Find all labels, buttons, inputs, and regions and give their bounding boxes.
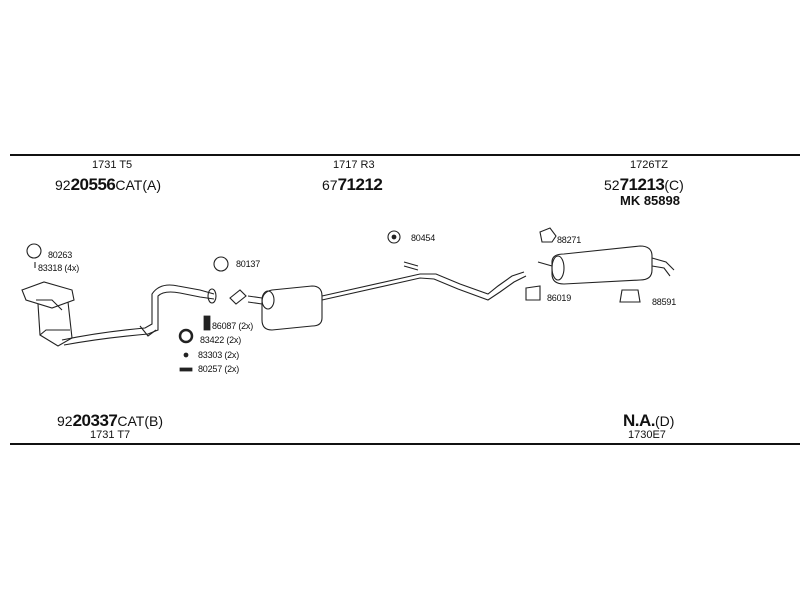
section-e-code: 1730E7 [628, 429, 666, 441]
section-c-part-number: 5271213(C) [604, 175, 684, 194]
gasket-ring-80263 [26, 243, 42, 259]
rear-muffler-shape [537, 245, 675, 285]
label-88271: 88271 [557, 235, 582, 245]
label-83422: 83422 (2x) [200, 335, 242, 345]
hanger-88591 [619, 289, 641, 303]
front-pipe-shape [61, 284, 217, 346]
catalytic-converter-shape [21, 281, 75, 347]
label-86087: 86087 (2x) [212, 321, 254, 331]
bolt-80257 [179, 367, 193, 372]
bottom-divider-line [10, 443, 800, 445]
label-83318: 83318 (4x) [38, 263, 80, 273]
label-80454: 80454 [411, 233, 436, 243]
rubber-mount-88271 [539, 227, 557, 243]
section-a-part-number: 9220556CAT(A) [55, 175, 161, 194]
label-80137: 80137 [236, 259, 261, 269]
label-86019: 86019 [547, 293, 572, 303]
gasket-83422 [178, 328, 194, 344]
section-d-part-number: 9220337CAT(B) [57, 411, 163, 430]
section-b-code: 1717 R3 [333, 159, 375, 171]
section-c-code: 1726TZ [630, 159, 668, 171]
section-e-part-number: N.A.(D) [623, 411, 675, 430]
gasket-ring-80137 [213, 256, 229, 272]
label-80257: 80257 (2x) [198, 364, 240, 374]
clamp-86087 [203, 315, 211, 331]
section-a-code: 1731 T5 [92, 159, 133, 171]
top-divider-line [10, 154, 800, 156]
nut-83303 [183, 352, 189, 358]
section-b-part-number: 6771212 [322, 175, 383, 194]
flange-shape [229, 289, 247, 305]
rubber-mount-80454 [387, 230, 401, 244]
label-88591: 88591 [652, 297, 677, 307]
label-83303: 83303 (2x) [198, 350, 240, 360]
section-d-code: 1731 T7 [90, 429, 131, 441]
label-80263: 80263 [48, 250, 73, 260]
intermediate-pipe-shape [321, 261, 527, 301]
center-muffler-shape [247, 285, 323, 331]
section-c-extra-number: MK 85898 [620, 193, 680, 208]
clamp-86019 [525, 285, 541, 301]
